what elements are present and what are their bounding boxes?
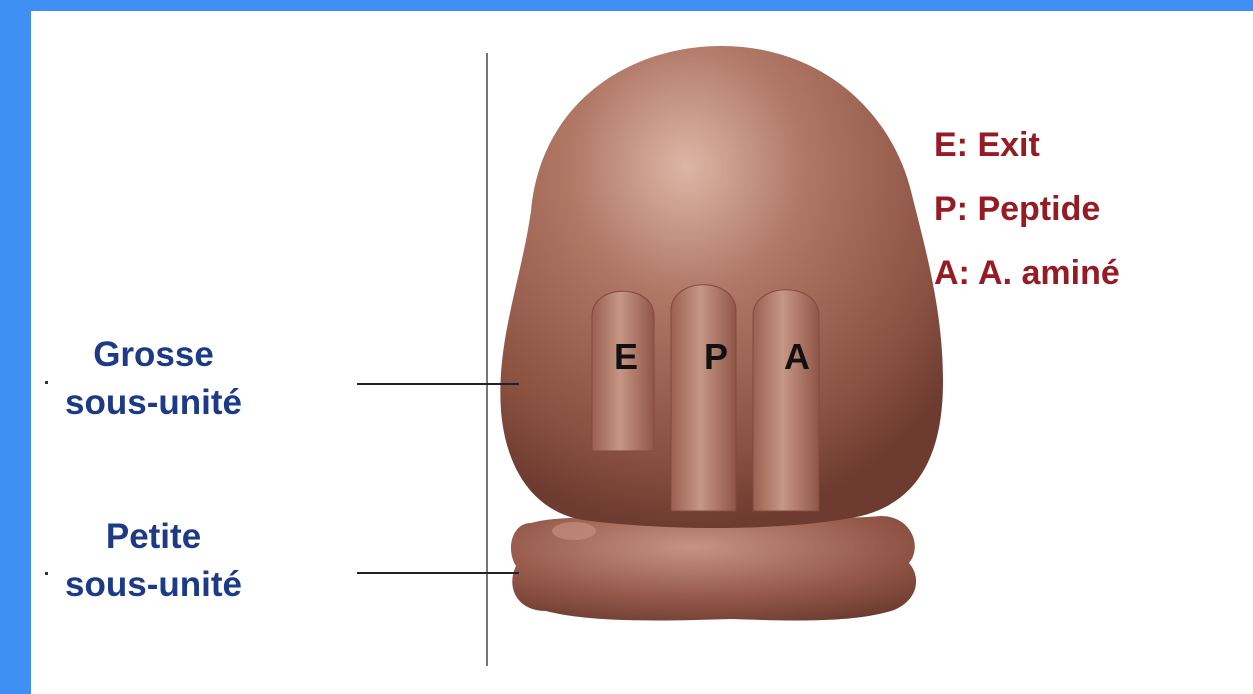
small-subunit-highlight (552, 522, 596, 540)
small-subunit-label-line1: Petite (31, 513, 276, 561)
small-subunit-label-line2: sous-unité (31, 561, 276, 609)
site-p-finger (671, 285, 736, 511)
large-subunit-label: Grosse sous-unité (31, 331, 276, 427)
large-subunit-label-line2: sous-unité (31, 379, 276, 427)
diagram-panel: E P A Grosse sous-unité Petite sous-unit… (31, 11, 1253, 694)
site-e-label: E (606, 336, 646, 378)
site-p-label: P (696, 336, 736, 378)
site-legend: E: Exit P: Peptide A: A. aminé (934, 113, 1120, 305)
legend-item-amine: A: A. aminé (934, 241, 1120, 305)
large-subunit-label-line1: Grosse (31, 331, 276, 379)
small-subunit-label: Petite sous-unité (31, 513, 276, 609)
site-a-finger (753, 290, 819, 511)
legend-item-exit: E: Exit (934, 113, 1120, 177)
site-a-label: A (777, 336, 817, 378)
legend-item-peptide: P: Peptide (934, 177, 1120, 241)
